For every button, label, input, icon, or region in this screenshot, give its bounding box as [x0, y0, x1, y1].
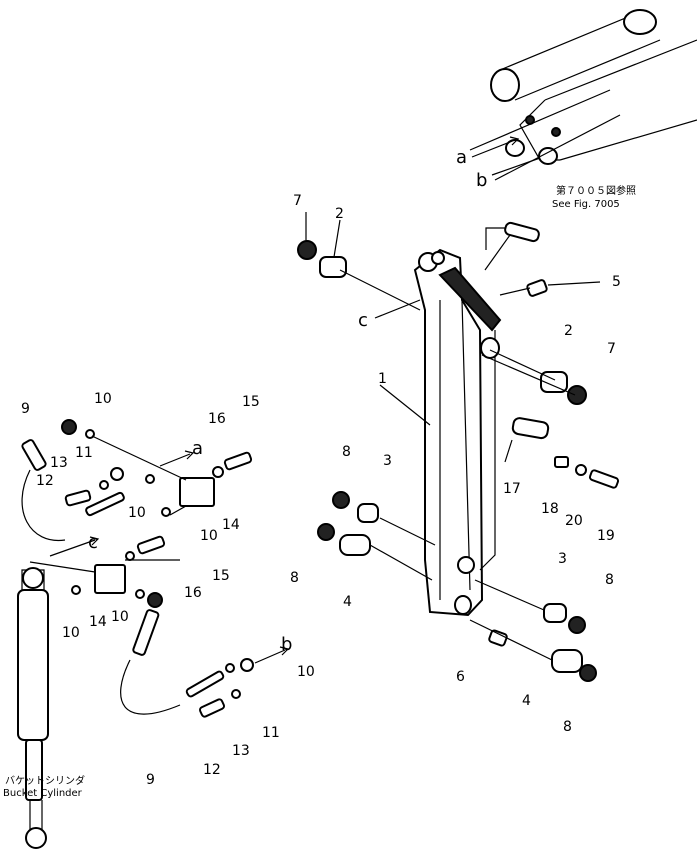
callout-8-b: 8 — [290, 570, 299, 586]
callout-16-a: 16 — [208, 411, 226, 427]
pin-17 — [511, 417, 550, 440]
block-14-lower — [94, 564, 126, 594]
callout-10-f: 10 — [297, 664, 315, 680]
callout-4-right: 4 — [522, 693, 531, 709]
washer-20 — [575, 464, 587, 476]
callout-4-left: 4 — [343, 594, 352, 610]
bucket-cylinder-caption-jp: バケットシリンダ — [5, 774, 85, 787]
bushing-4-left — [339, 534, 371, 556]
callout-11-b: 11 — [262, 725, 280, 741]
seal-8-b — [317, 523, 335, 541]
seal-7-top — [297, 240, 317, 260]
seal-8-c — [568, 616, 586, 634]
callout-3-right: 3 — [558, 551, 567, 567]
callout-15-a: 15 — [242, 394, 260, 410]
bucket-cylinder-caption-en: Bucket Cylinder — [3, 788, 83, 799]
callout-10-e: 10 — [111, 609, 129, 625]
callout-2-top: 2 — [335, 206, 344, 222]
callout-5: 5 — [612, 274, 621, 290]
callout-9-upper: 9 — [21, 401, 30, 417]
callout-8-c: 8 — [605, 572, 614, 588]
hose-9-upper — [21, 419, 77, 541]
see-fig-caption-jp: 第７００５図参照 — [556, 184, 636, 197]
see-fig-caption-en: See Fig. 7005 — [552, 199, 620, 210]
callout-8-d: 8 — [563, 719, 572, 735]
pin-top-right — [504, 221, 540, 243]
ref-a-top: a — [456, 147, 467, 168]
arm-assembly — [413, 227, 517, 617]
bushing-3-right — [543, 603, 567, 623]
callout-20: 20 — [565, 513, 583, 529]
callout-15-b: 15 — [212, 568, 230, 584]
callout-13-a: 13 — [50, 455, 68, 471]
callout-13-b: 13 — [232, 743, 250, 759]
plate-18 — [554, 456, 569, 468]
ref-c-top: c — [358, 310, 368, 331]
callout-14-a: 14 — [222, 517, 240, 533]
callout-10-a: 10 — [94, 391, 112, 407]
callout-8-a: 8 — [342, 444, 351, 460]
seal-8-d — [579, 664, 597, 682]
pin-5 — [526, 279, 548, 297]
seal-8-a — [332, 491, 350, 509]
callout-9-lower: 9 — [146, 772, 155, 788]
bushing-2-top — [319, 256, 347, 278]
callout-10-b: 10 — [128, 505, 146, 521]
callout-6: 6 — [456, 669, 465, 685]
bushing-4-right — [551, 649, 583, 673]
callout-19: 19 — [597, 528, 615, 544]
bolts-small — [64, 451, 253, 718]
grease-fitting-6 — [488, 629, 508, 647]
hose-9-lower — [120, 592, 181, 715]
callout-14-b: 14 — [89, 614, 107, 630]
ref-b-top: b — [476, 170, 487, 191]
callout-17: 17 — [503, 481, 521, 497]
ref-b-left: b — [281, 634, 292, 655]
callout-3-left: 3 — [383, 453, 392, 469]
callout-12-b: 12 — [203, 762, 221, 778]
ref-c-left: c — [88, 532, 98, 553]
bucket-cylinder — [17, 567, 49, 849]
callout-10-c: 10 — [200, 528, 218, 544]
callout-1: 1 — [378, 371, 387, 387]
ref-arrows — [49, 136, 541, 664]
callout-7-right: 7 — [607, 341, 616, 357]
callout-16-b: 16 — [184, 585, 202, 601]
boom-end-drawing — [469, 9, 697, 181]
callout-12-a: 12 — [36, 473, 54, 489]
seal-7-right — [567, 385, 587, 405]
ref-a-left: a — [192, 438, 203, 459]
bolt-19 — [588, 469, 620, 489]
callout-18: 18 — [541, 501, 559, 517]
callout-7-top: 7 — [293, 193, 302, 209]
callout-10-d: 10 — [62, 625, 80, 641]
block-14-upper — [179, 477, 215, 507]
callout-11-a: 11 — [75, 445, 93, 461]
callout-2-right: 2 — [564, 323, 573, 339]
bushing-3-left — [357, 503, 379, 523]
